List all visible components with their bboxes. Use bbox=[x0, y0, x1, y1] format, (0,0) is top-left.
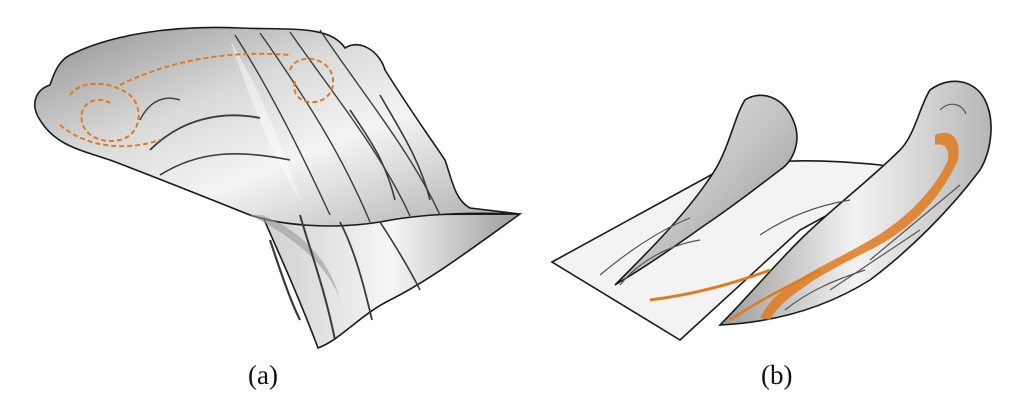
panel-b: (b) bbox=[530, 0, 1033, 408]
flow-surface-b bbox=[530, 0, 1033, 360]
panel-caption-b: (b) bbox=[761, 362, 792, 389]
surface-lower-sheet bbox=[262, 214, 520, 348]
panel-caption-a: (a) bbox=[248, 362, 278, 389]
panel-a: (a) bbox=[0, 0, 530, 408]
flow-surface-a bbox=[0, 0, 530, 360]
